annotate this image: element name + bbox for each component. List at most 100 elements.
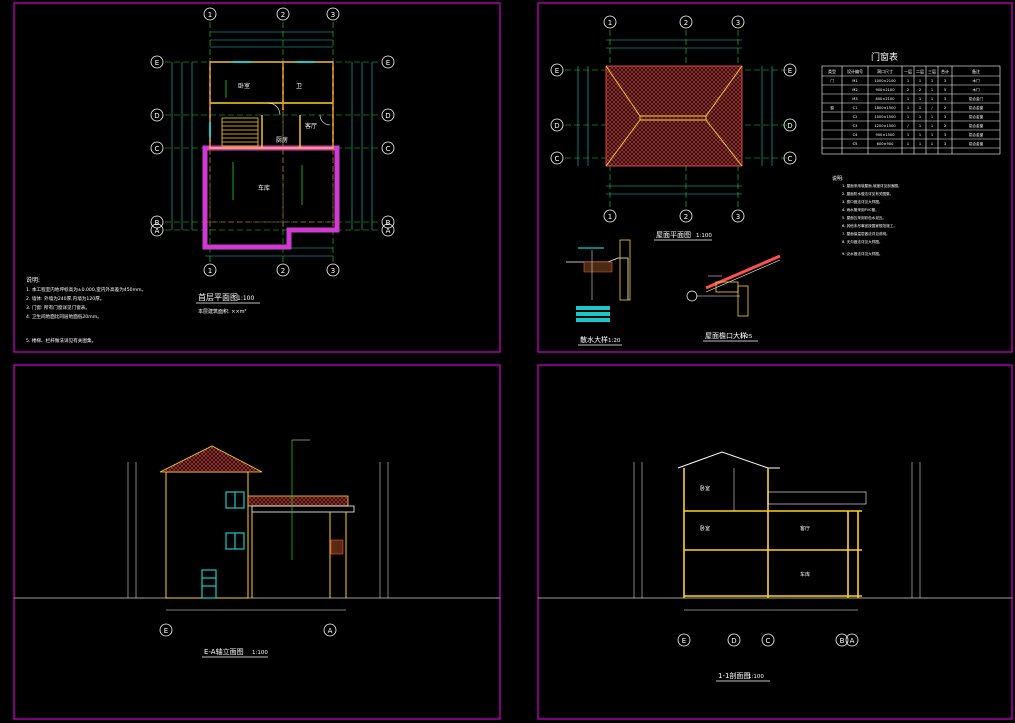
table-cell: 1 <box>907 79 909 83</box>
section-room: 客厅 <box>800 525 810 532</box>
table-cell: 3 <box>944 142 946 146</box>
roof-note: 4. 雨水管采用PVC管。 <box>842 207 879 212</box>
room-label-bath: 卫 <box>296 83 302 90</box>
eave-detail: 屋面檐口大样 1:25 <box>686 254 781 342</box>
sheet-frame-ground-plan[interactable] <box>13 2 501 353</box>
ground-plan-note: 3. 门窗: 所有门窗详见门窗表。 <box>26 304 90 311</box>
ground-plan-scale: 1:100 <box>237 295 254 302</box>
ground-plan-note: 5. 楼梯、栏杆做法详见有关图集。 <box>26 337 96 344</box>
table-cell: 木门 <box>972 87 980 92</box>
section-title: 1-1剖面图 <box>718 671 750 680</box>
table-cell: 1 <box>907 133 909 137</box>
ground-plan-note: 1. 本工程室内地坪标高为±0.000,室内外高差为450mm。 <box>26 286 146 293</box>
table-cell: 2 <box>919 88 921 92</box>
roof-axis-E: E <box>555 67 559 75</box>
table-cell: C3 <box>853 124 858 128</box>
table-header: 二层 <box>916 68 924 74</box>
table-cell: M1 <box>852 79 857 83</box>
section-room: 卧室 <box>700 485 710 492</box>
roof-note: 7. 屋面保温层做法详见说明。 <box>842 231 890 236</box>
axis-D-left: D <box>154 112 159 120</box>
table-cell: 3 <box>944 97 946 101</box>
room-label-bedroom: 卧室 <box>238 82 250 90</box>
door-window-table-title: 门窗表 <box>871 51 898 63</box>
table-cell: C4 <box>853 133 859 137</box>
table-cell: 1 <box>931 115 933 119</box>
sheet-frame-elevation[interactable] <box>13 364 501 720</box>
table-cell: 门 <box>830 78 834 83</box>
table-header: 三层 <box>928 68 936 74</box>
elevation-scale: 1:100 <box>252 650 268 656</box>
table-header: 类型 <box>828 68 836 74</box>
table-cell: 600×900 <box>877 142 894 146</box>
axis-E-left: E <box>155 59 159 67</box>
sheet-frame-roof-plan[interactable] <box>537 2 1013 353</box>
roof-note: 8. 天沟做法详见大样图。 <box>842 239 883 244</box>
table-cell: 3 <box>944 79 946 83</box>
table-cell: 5 <box>944 88 946 92</box>
section-axis-D: D <box>731 637 736 645</box>
table-header: 备注 <box>972 68 980 74</box>
elevation-drawing: E A E-A轴立面图 1:100 <box>14 439 500 658</box>
table-cell: 1 <box>931 79 933 83</box>
ground-plan-note: 4. 卫生间地面比同层地面低20mm。 <box>26 313 102 320</box>
table-cell: / <box>931 106 933 110</box>
axis-C-right: C <box>386 145 391 153</box>
apron-detail-title: 散水大样 <box>580 335 608 344</box>
roof-note: 1. 屋面采用坡屋面,坡度详见剖面图。 <box>842 183 902 188</box>
roof-axis-3: 3 <box>736 19 740 27</box>
axis-2-top: 2 <box>281 11 285 19</box>
apron-detail: 散水大样 1:20 <box>566 239 631 346</box>
axis-2-bottom: 2 <box>281 267 285 275</box>
table-header: 合计 <box>941 68 949 74</box>
roof-plan-scale: 1:100 <box>696 233 712 239</box>
table-cell: 2 <box>944 124 946 128</box>
roof-plan-title: 屋面平面图 <box>656 231 691 239</box>
section-axis-C: C <box>766 637 771 645</box>
table-cell: 1 <box>931 97 933 101</box>
roof-axis-2: 2 <box>684 19 688 27</box>
table-cell: C5 <box>853 142 858 146</box>
table-cell: 1800×1500 <box>874 106 896 110</box>
section-axis-A: A <box>850 637 855 645</box>
table-header: 洞口尺寸 <box>877 68 893 74</box>
roof-note: 9. 泛水做法详见大样图。 <box>842 251 883 256</box>
table-cell: 2 <box>907 88 909 92</box>
ground-plan-title: 首层平面图 <box>198 292 238 302</box>
roof-note: 5. 屋面瓦采用彩色水泥瓦。 <box>842 215 886 220</box>
table-cell: 1 <box>907 142 909 146</box>
table-cell: 1 <box>907 106 909 110</box>
section-room: 车库 <box>800 571 810 578</box>
axis-D-right: D <box>385 112 390 120</box>
roof-axis-C: C <box>555 155 560 163</box>
axis-1-bottom: 1 <box>208 267 212 275</box>
table-cell: 1 <box>907 97 909 101</box>
table-cell: 900×2100 <box>875 88 895 92</box>
table-cell: 1 <box>919 124 921 128</box>
axis-A-left: A <box>155 227 160 235</box>
axis-C-left: C <box>155 145 160 153</box>
eave-detail-title: 屋面檐口大样 <box>705 331 747 340</box>
table-cell: 1 <box>931 142 933 146</box>
sheet-frame-section[interactable] <box>537 364 1013 720</box>
roof-note: 3. 檐口做法详见大样图。 <box>842 199 883 204</box>
axis-B-left: B <box>155 219 160 227</box>
table-cell: 3 <box>944 133 946 137</box>
table-cell: 1 <box>907 115 909 119</box>
table-cell: 1 <box>919 97 921 101</box>
section-axis-B: B <box>840 637 845 645</box>
roof-axis-3-bottom: 3 <box>736 213 740 221</box>
roof-axis-D: D <box>554 122 559 130</box>
elevation-title: E-A轴立面图 <box>204 647 244 656</box>
table-cell: 木门 <box>972 78 980 83</box>
roof-axis-2-bottom: 2 <box>684 213 688 221</box>
apron-detail-scale: 1:20 <box>608 338 621 344</box>
axis-1-top: 1 <box>208 11 212 19</box>
section-scale: 1:100 <box>748 674 764 680</box>
roof-axis-D-right: D <box>787 122 792 130</box>
ground-plan-subtitle: 本层建筑面积: ××m² <box>198 308 247 315</box>
room-label-living: 客厅 <box>305 122 317 130</box>
axis-3-top: 3 <box>331 11 335 19</box>
roof-note: 2. 屋面防水做法详见有关图集。 <box>842 191 893 196</box>
